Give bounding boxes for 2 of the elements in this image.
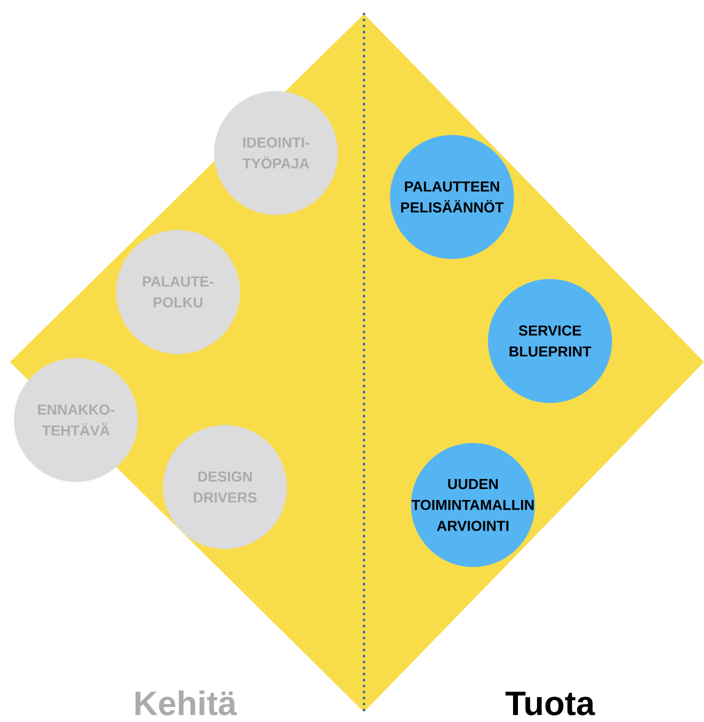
phase-label: Kehitä (136, 690, 237, 716)
phase-label: Tuota (506, 692, 596, 716)
